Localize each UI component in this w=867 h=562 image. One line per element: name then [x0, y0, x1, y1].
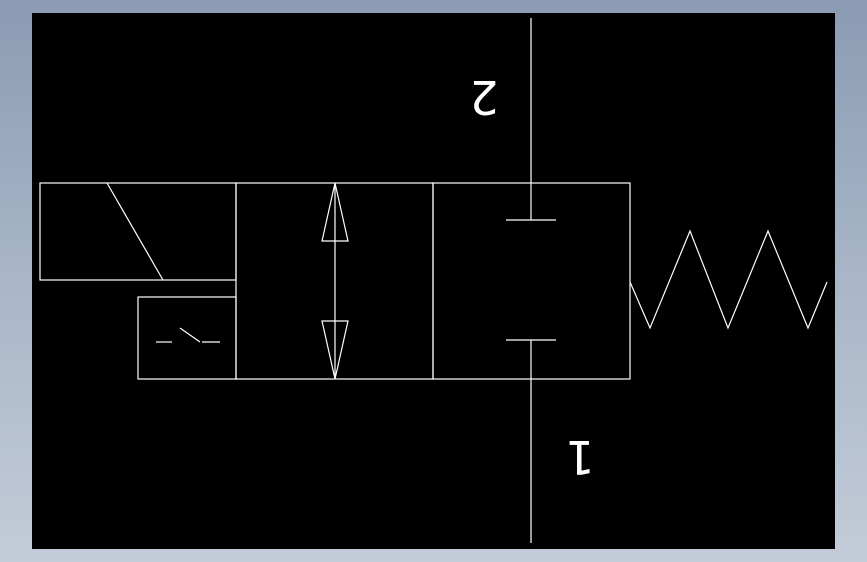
- flow-arrow-down: [321, 320, 349, 380]
- solenoid-valve-symbol: 2 1: [39, 18, 828, 543]
- return-spring: [629, 229, 828, 330]
- solenoid-actuator: [39, 182, 237, 281]
- valve-envelope-open: [235, 182, 434, 380]
- manual-override: [137, 296, 237, 380]
- flow-arrow-up: [321, 182, 349, 242]
- cad-viewport[interactable]: 2 1: [32, 13, 835, 549]
- valve-envelope-closed: [432, 182, 631, 380]
- port-2-label: 2: [469, 70, 498, 124]
- port-1-label: 1: [565, 430, 594, 484]
